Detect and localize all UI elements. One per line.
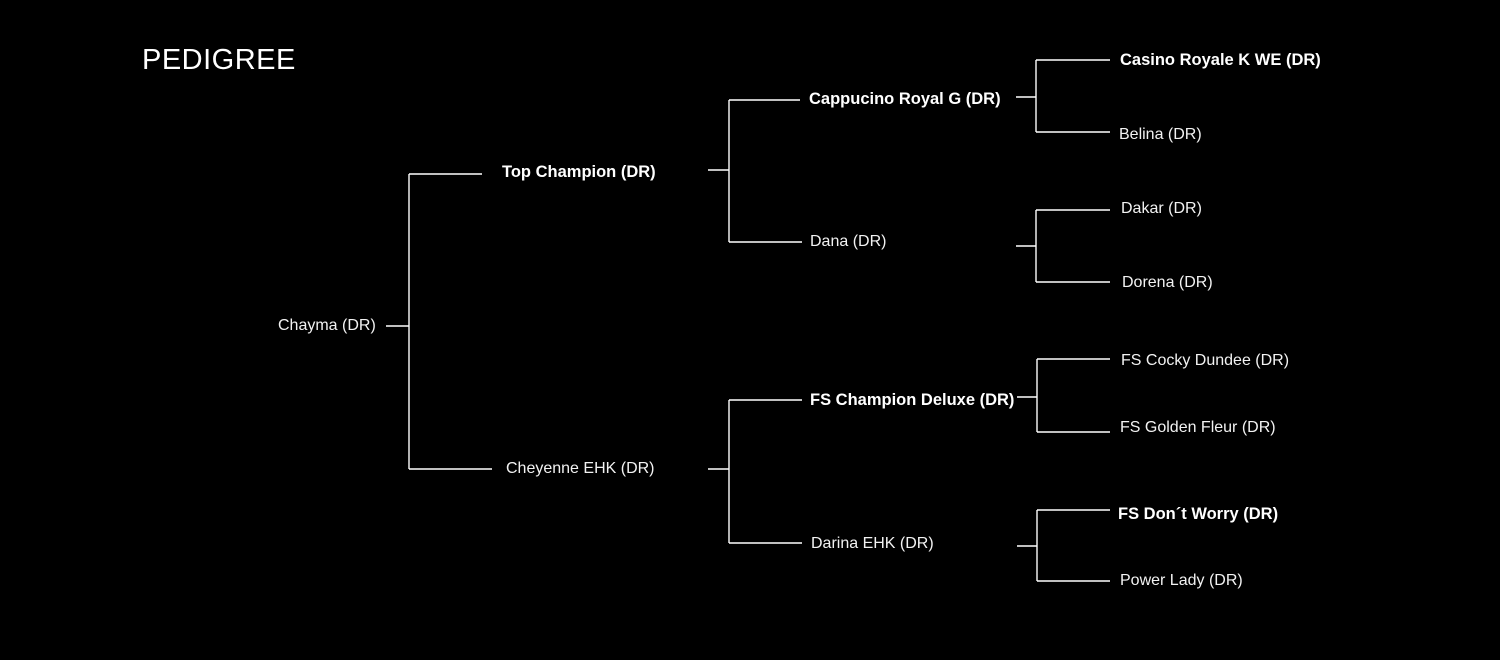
sire-sire-name: Cappucino Royal G (DR) [809, 90, 1001, 108]
subject-name: Chayma (DR) [278, 317, 376, 334]
dam-sire-dam-name: FS Golden Fleur (DR) [1120, 419, 1276, 436]
sire-dam-sire-name: Dakar (DR) [1121, 200, 1202, 217]
dam-sire-sire-name: FS Cocky Dundee (DR) [1121, 352, 1290, 369]
dam-dam-name: Darina EHK (DR) [811, 535, 934, 552]
sire-sire-sire-name: Casino Royale K WE (DR) [1120, 51, 1321, 69]
page-title: PEDIGREE [142, 44, 296, 76]
sire-dam-dam-name: Dorena (DR) [1122, 274, 1213, 291]
dam-dam-dam-name: Power Lady (DR) [1120, 572, 1243, 589]
dam-name: Cheyenne EHK (DR) [506, 460, 655, 477]
dam-dam-sire-name: FS Don´t Worry (DR) [1118, 505, 1279, 523]
sire-name: Top Champion (DR) [502, 163, 656, 181]
sire-dam-name: Dana (DR) [810, 233, 887, 250]
dam-sire-name: FS Champion Deluxe (DR) [810, 391, 1015, 409]
sire-sire-dam-name: Belina (DR) [1119, 126, 1202, 143]
